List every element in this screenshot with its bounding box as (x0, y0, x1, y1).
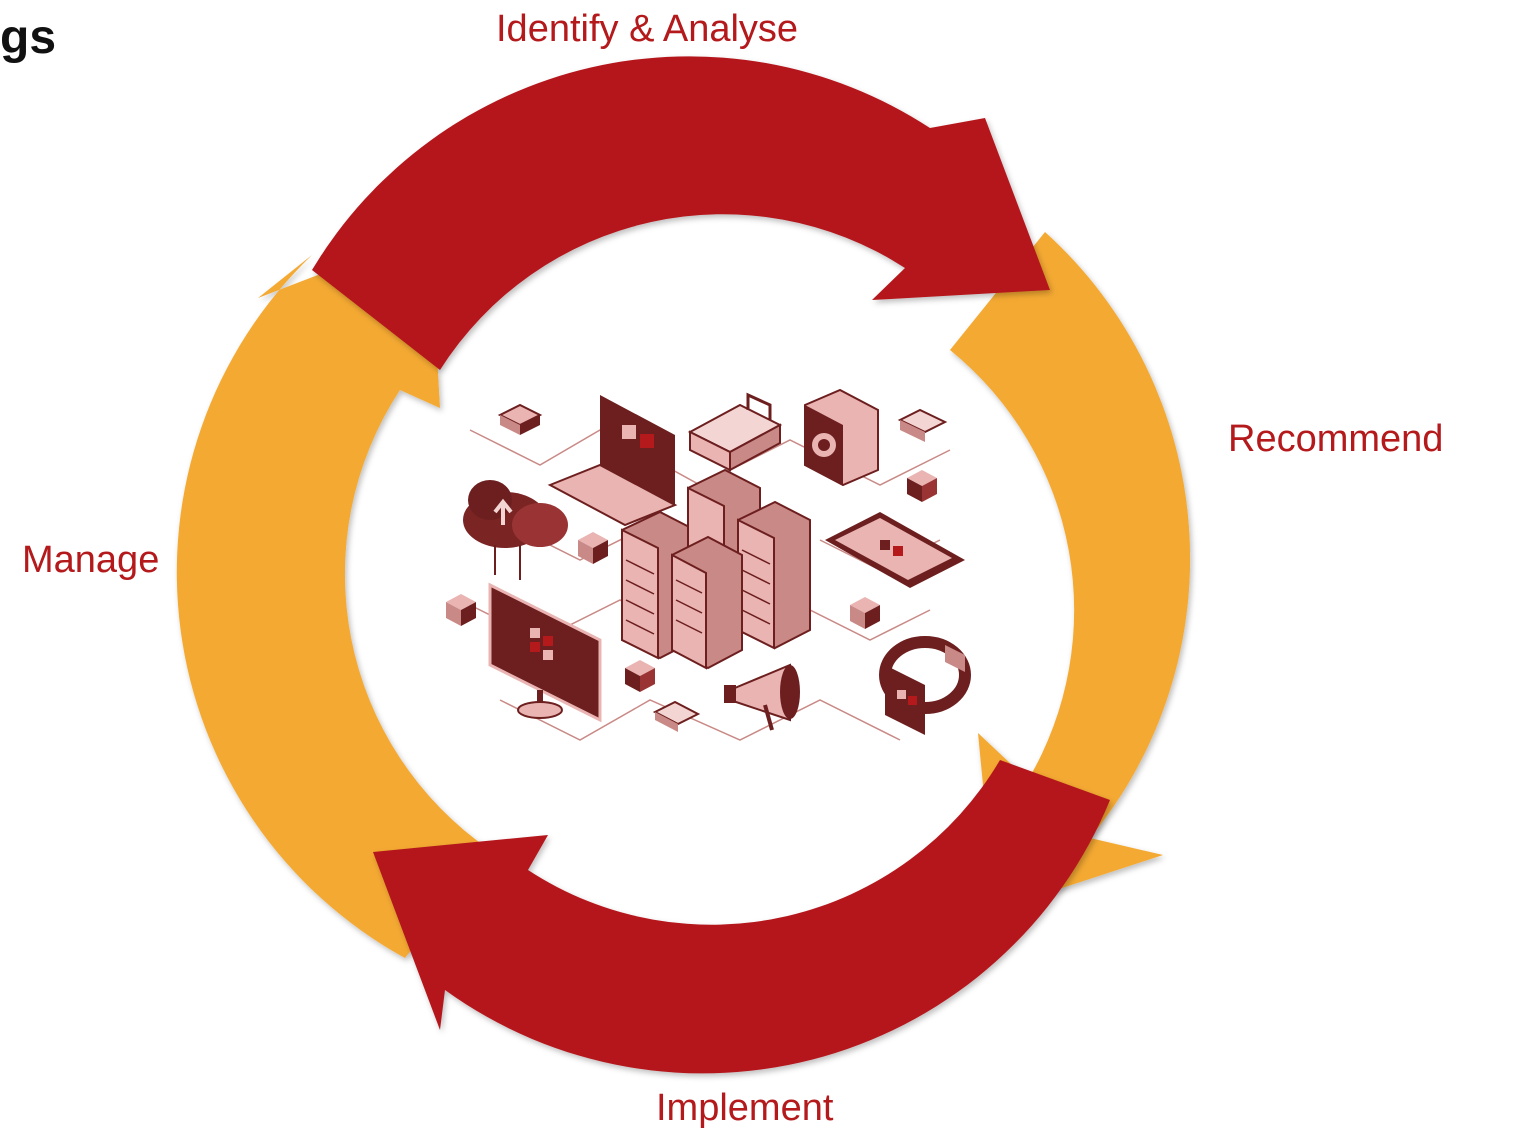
page-title-fragment: gs (0, 11, 57, 64)
cloud-upload-icon (463, 480, 568, 580)
chip-icon (446, 403, 948, 732)
cycle-arrow-identify (312, 56, 1050, 370)
cycle-arrow-manage (176, 232, 490, 958)
cycle-arrow-implement (373, 760, 1110, 1074)
camera-icon (804, 388, 879, 487)
smartphone-icon (825, 512, 965, 588)
tech-illustration (446, 388, 971, 741)
server-rack-icon (621, 468, 811, 670)
laptop-icon (547, 395, 678, 527)
stage-label-identify-analyse: Identify & Analyse (496, 8, 799, 50)
stage-label-implement: Implement (656, 1087, 834, 1129)
monitor-icon (488, 582, 602, 723)
smartwatch-icon (879, 636, 971, 735)
stage-label-manage: Manage (22, 539, 160, 581)
router-icon (687, 392, 783, 472)
stage-label-recommend: Recommend (1228, 418, 1444, 460)
cycle-arrow-recommend (950, 232, 1191, 910)
megaphone-icon (724, 663, 800, 731)
